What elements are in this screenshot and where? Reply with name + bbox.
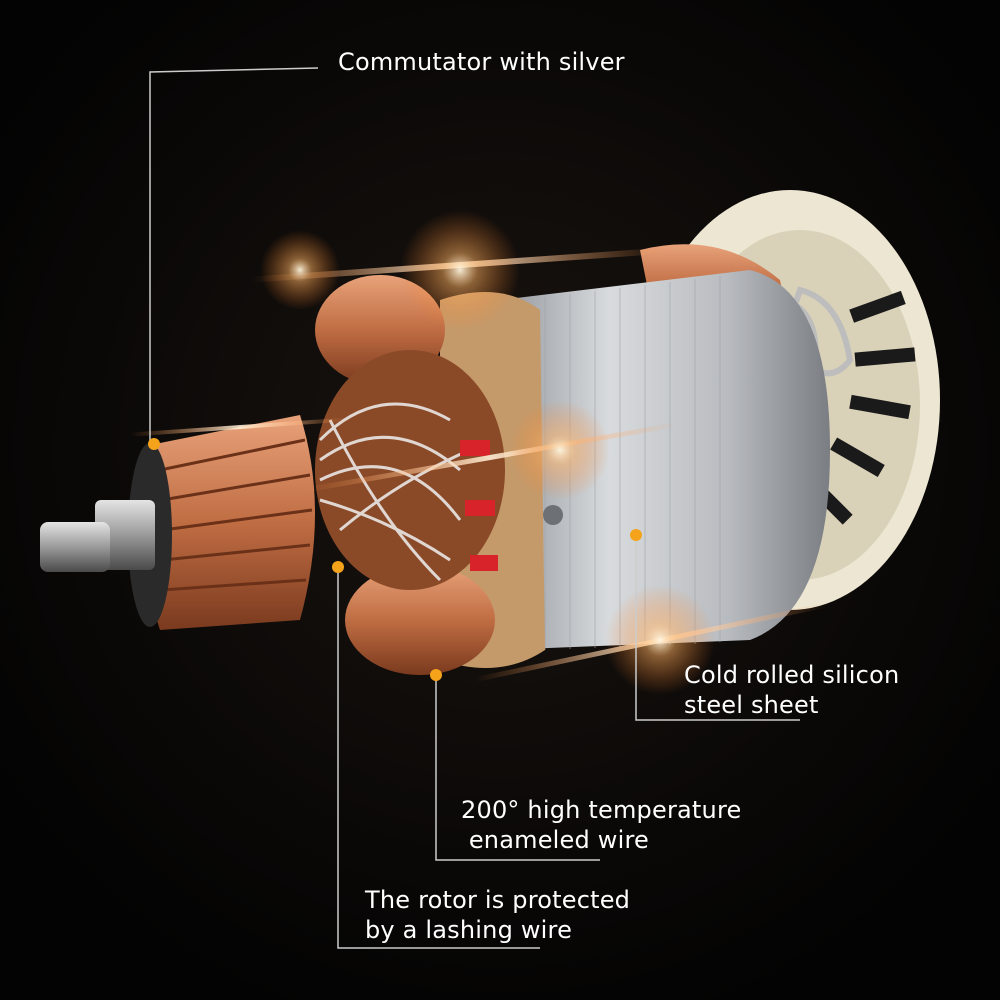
steel-label: Cold rolled silicon steel sheet xyxy=(684,660,899,720)
commutator-label: Commutator with silver xyxy=(338,47,625,77)
rotor-leader xyxy=(337,567,540,949)
commutator xyxy=(128,415,315,630)
commutator-label-text: Commutator with silver xyxy=(338,48,625,76)
wire-leader xyxy=(435,675,600,861)
steel-label-line2: steel sheet xyxy=(684,691,819,719)
wire-marker xyxy=(430,669,442,681)
rotor-label-line2: by a lashing wire xyxy=(365,916,573,944)
steel-leader xyxy=(635,535,800,721)
shaft xyxy=(40,500,155,572)
armature-windings xyxy=(315,275,545,675)
commutator-marker xyxy=(148,438,160,450)
rotor-label-line1: The rotor is protected xyxy=(365,886,631,914)
steel-marker xyxy=(630,529,642,541)
markers xyxy=(148,438,642,681)
wire-label-line1: 200° high temperature xyxy=(461,796,742,824)
wire-label-line2: enameled wire xyxy=(461,826,649,854)
leader-lines xyxy=(149,67,800,949)
wire-label: 200° high temperature enameled wire xyxy=(461,795,741,855)
steel-label-line1: Cold rolled silicon xyxy=(684,661,900,689)
commutator-leader xyxy=(149,67,319,442)
rotor-marker xyxy=(332,561,344,573)
light-flares xyxy=(130,210,827,695)
rotor-label: The rotor is protected by a lashing wire xyxy=(365,885,630,945)
